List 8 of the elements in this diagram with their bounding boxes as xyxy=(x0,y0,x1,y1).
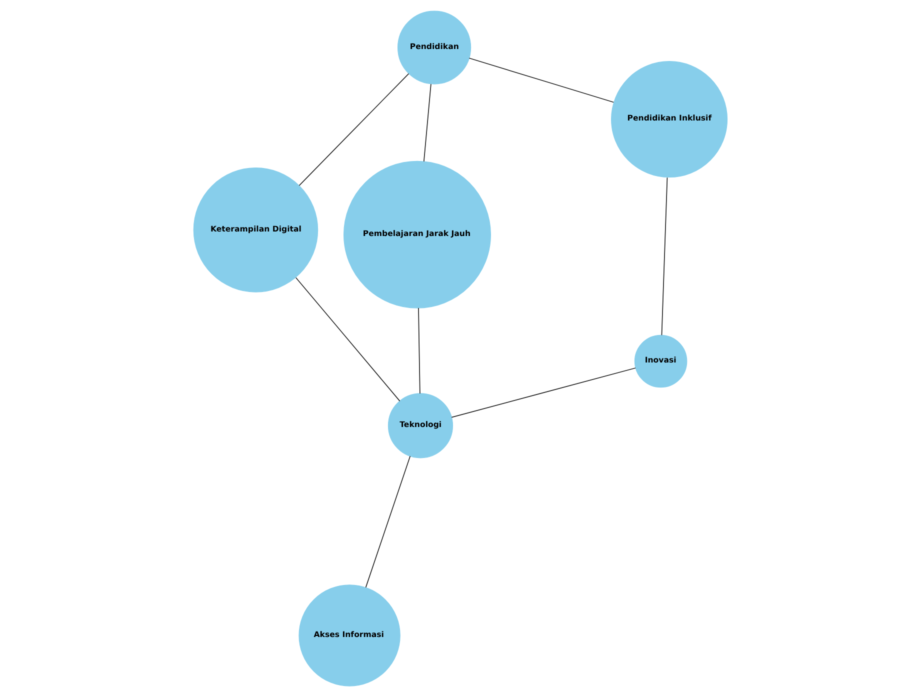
connector xyxy=(660,177,668,336)
connector xyxy=(298,73,409,186)
connector xyxy=(422,84,431,162)
connector xyxy=(294,277,400,402)
connector xyxy=(450,368,636,418)
connector xyxy=(364,456,410,588)
connector xyxy=(418,308,420,394)
connector xyxy=(468,58,614,103)
